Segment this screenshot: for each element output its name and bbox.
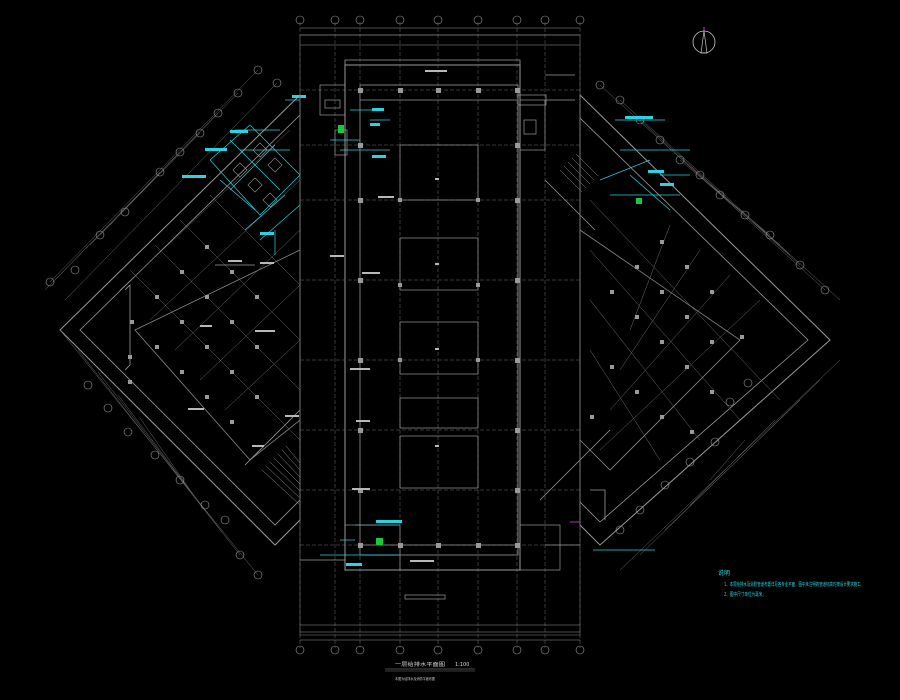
right-wing-axis-lines [589,84,841,571]
bottom-dimension-lines [300,624,580,641]
top-right-annex [517,74,575,151]
left-plumbing-labels [182,95,306,235]
left-wing [44,65,306,580]
north-arrow-icon [692,27,716,54]
left-axis-bubbles [45,65,282,580]
top-axis-bubbles [295,15,585,25]
right-plumbing [599,119,690,211]
room-label-marks [188,70,447,562]
green-marker-bottom [376,538,383,545]
central-cyan-labels [346,108,402,566]
bottom-axis-bubbles [295,645,585,655]
right-green-marker [636,198,642,204]
top-left-annex [319,84,348,156]
notes-title: 说明 [718,569,730,577]
left-plumbing [209,99,301,255]
right-axis-bubbles [595,80,830,535]
left-fixtures [232,142,283,208]
right-stair [559,153,599,193]
right-wing-columns [590,240,744,434]
drawing-title-scale: 1:100 [455,662,469,668]
top-annex [344,59,521,80]
left-wall-detail [124,264,301,466]
right-plumbing-labels [625,116,674,186]
drawing-title-block: 一层给排水平面图 1:100 本图为给排水及消防平面布置 [385,661,475,681]
central-horizontal-grid [300,89,580,546]
central-columns [358,88,520,548]
central-rooms [360,99,517,546]
top-dimension-lines [300,27,580,46]
left-wing-columns [128,245,259,424]
drawing-title-main: 一层给排水平面图 [395,661,445,668]
central-vertical-grid [299,22,581,648]
left-wing-inner2 [134,249,301,461]
bottom-annex [300,524,580,600]
central-hall [295,15,655,655]
right-wall-detail [539,179,611,520]
green-marker-top [338,125,344,133]
right-wing-outline [579,93,831,546]
central-walls [344,64,521,571]
right-wing [539,80,841,571]
notes-block: 说明 1、本层给排水及消防管道布置详见各专业平面，图中未注明的管道标高均按设计要… [718,569,864,598]
central-plumbing [320,109,655,556]
left-wing-axis-lines [44,69,301,576]
notes-line-1: 1、本层给排水及消防管道布置详见各专业平面，图中未注明的管道标高均按设计要求施工… [724,581,864,588]
drawing-title-sub: 本图为给排水及消防平面布置 [395,676,435,681]
notes-line-2: 2、图中尺寸单位为毫米。 [724,591,766,598]
left-stair [261,445,301,506]
